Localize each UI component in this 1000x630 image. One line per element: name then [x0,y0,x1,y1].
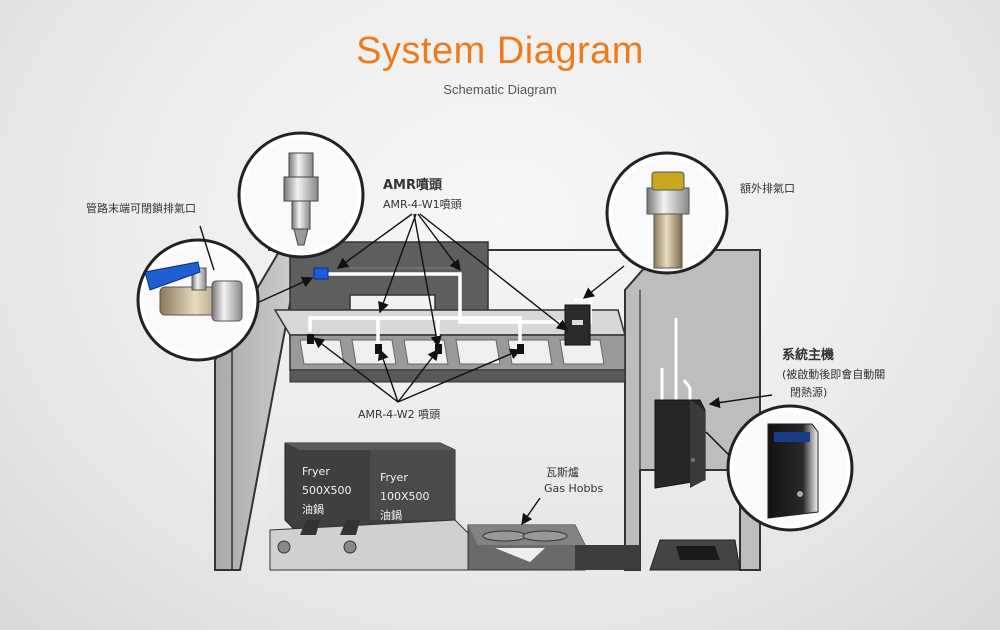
label-extra-vent: 額外排氣口 [740,182,795,195]
label-amr-nozzle: AMR噴頭 [383,178,443,193]
fryer-100-label: Fryer 100X500 油鍋 [380,468,430,525]
label-gas-hobbs-en: Gas Hobbs [544,482,604,495]
label-gas-hobbs-cn: 瓦斯爐 [546,466,579,479]
label-system-host: 系統主機 [782,348,835,363]
fryer-500-line1: Fryer [302,465,330,478]
w1-arrows [336,213,569,348]
label-system-host-line2: 閉熱源) [790,386,828,399]
gas-hob-arrow [521,497,541,526]
label-amr-w1: AMR-4-W1噴頭 [383,198,462,211]
host-piping [660,318,692,400]
fryer-500-label: Fryer 500X500 油鍋 [302,462,352,519]
pipe-end-valve-photo [136,238,260,362]
diagram-title: System Diagram [356,30,644,72]
fryer-500-line2: 500X500 [302,484,352,497]
fryer-500-line3: 油鍋 [302,503,324,516]
label-system-host-line1: (被啟動後即會自動關 [782,368,886,381]
fryer-100-line2: 100X500 [380,490,430,503]
system-host-photo [726,404,854,532]
amr-nozzle-photo [237,131,365,259]
fryer-100 [370,450,455,520]
diagram-subtitle: Schematic Diagram [443,82,557,97]
extra-vent-photo [605,151,729,275]
w2-arrows [312,337,522,403]
fryer-100-line3: 油鍋 [380,509,402,522]
pipe-end-valve-marker [313,267,329,280]
fryer-100-line1: Fryer [380,471,408,484]
label-pipe-end-valve: 管路末端可閉鎖排氣口 [86,202,196,215]
label-amr-w2: AMR-4-W2 噴頭 [358,408,441,421]
callout-lines [199,225,773,456]
